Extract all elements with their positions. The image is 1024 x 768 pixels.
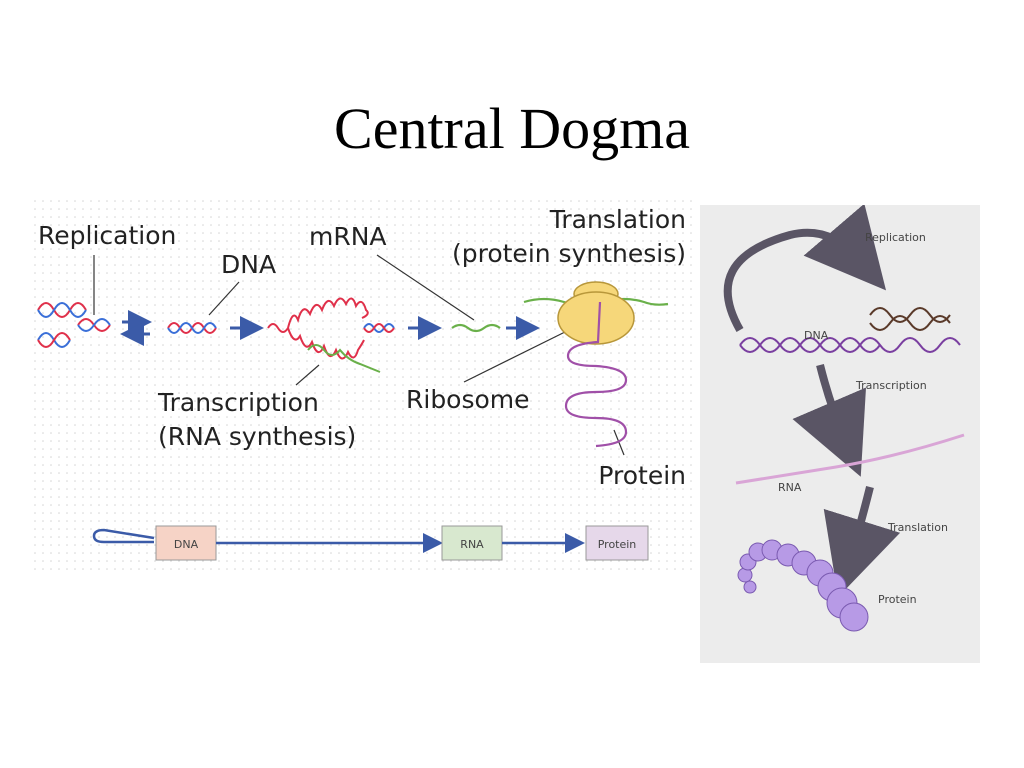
slide-title: Central Dogma: [334, 96, 690, 161]
label-translation: Translation: [549, 205, 686, 234]
right-label-replication: Replication: [865, 231, 926, 244]
flow-box-dna-label: DNA: [174, 538, 199, 551]
dna-helix: [167, 322, 217, 334]
flow-loop: [92, 528, 155, 544]
right-rna-strand: [735, 433, 965, 485]
central-dogma-diagram: Replication DNA mRNA Translation (protei…: [34, 200, 694, 575]
right-label-transcription: Transcription: [855, 379, 927, 392]
right-label-dna: DNA: [804, 329, 829, 342]
transcription-bubble: [267, 297, 395, 373]
replication-arrows: [120, 310, 152, 346]
translation-arrow: [823, 486, 901, 598]
label-protein: Protein: [598, 461, 686, 490]
label-replication: Replication: [38, 221, 176, 250]
flow-box-rna-label: RNA: [460, 538, 484, 551]
leader-lines: [93, 254, 625, 456]
label-transcription: Transcription: [157, 388, 319, 417]
right-label-translation: Translation: [887, 521, 948, 534]
ribosome-large-subunit: [557, 291, 635, 345]
mrna-strand: [451, 323, 501, 333]
right-protein-beads: [737, 539, 869, 632]
label-mrna: mRNA: [309, 222, 387, 251]
transcription-arrow: [792, 364, 867, 477]
label-ribosome: Ribosome: [406, 385, 530, 414]
label-dna: DNA: [221, 250, 276, 279]
flow-bar: DNA RNA Protein: [92, 525, 649, 561]
replication-dna-helix: [37, 302, 111, 348]
dotted-background: [34, 200, 694, 575]
protein-chain: [564, 301, 628, 448]
flow-box-dna: [155, 525, 217, 561]
flow-box-protein: [585, 525, 649, 561]
replication-curved-arrow: [723, 205, 887, 332]
right-label-protein: Protein: [878, 593, 917, 606]
right-label-rna: RNA: [778, 481, 802, 494]
central-dogma-illustration: Replication DNA Transcription RNA Transl…: [700, 205, 980, 663]
flow-box-rna: [441, 525, 503, 561]
label-protein-synthesis: (protein synthesis): [452, 239, 686, 268]
flow-box-protein-label: Protein: [598, 538, 637, 551]
right-dna-helix: [739, 307, 961, 353]
label-rna-synthesis: (RNA synthesis): [158, 422, 356, 451]
